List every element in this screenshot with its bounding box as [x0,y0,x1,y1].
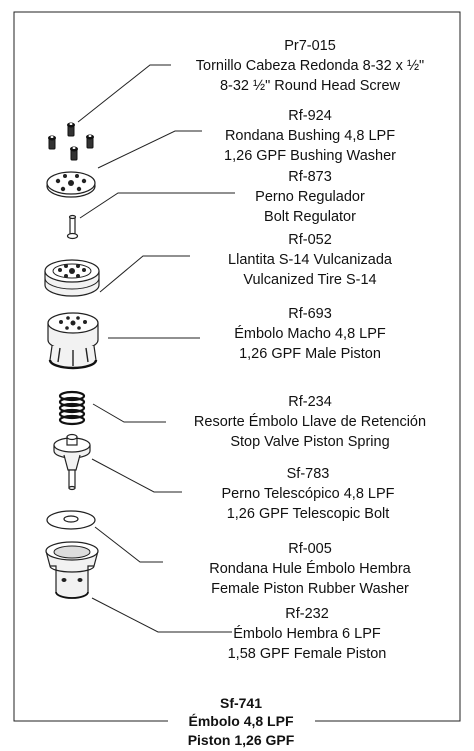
part-code: Rf-052 [288,232,332,248]
part-code: Rf-873 [288,169,332,185]
part-label-rf-693: Rf-693 Émbolo Macho 4,8 LPF 1,26 GPF Mal… [234,306,386,362]
part-code: Rf-005 [288,541,332,557]
round-head-screw-icon [48,122,94,161]
part-code: Rf-693 [288,306,332,322]
leader-line-rf-232 [91,597,232,633]
leader-line-pr7-015 [77,64,171,123]
part-label-rf-052: Rf-052 Llantita S-14 Vulcanizada Vulcani… [228,232,393,288]
part-code: Rf-924 [288,108,332,124]
telescopic-bolt-icon [53,433,91,491]
part-name-en: 1,26 GPF Bushing Washer [224,148,396,164]
vulcanized-tire-icon [44,259,100,297]
part-label-rf-005: Rf-005 Rondana Hule Émbolo Hembra Female… [209,541,411,597]
part-name-en: 1,58 GPF Female Piston [228,646,387,662]
part-name-en: Bolt Regulator [264,209,356,225]
part-name-es: Perno Telescópico 4,8 LPF [221,486,394,502]
part-name-en: Stop Valve Piston Spring [230,434,389,450]
female-piston-icon [45,541,99,599]
male-piston-icon [47,312,99,370]
part-label-pr7-015: Pr7-015 Tornillo Cabeza Redonda 8-32 x ½… [196,38,424,94]
diagram-frame [13,11,461,722]
leader-line-rf-873 [79,192,235,219]
bushing-washer-icon [46,171,96,198]
part-name-es: Émbolo Hembra 6 LPF [233,625,381,642]
part-name-es: Rondana Bushing 4,8 LPF [225,128,395,144]
part-name-es: Resorte Émbolo Llave de Retención [194,413,426,430]
part-code: Rf-234 [288,394,332,410]
part-name-en: 1,26 GPF Telescopic Bolt [227,506,390,522]
part-label-rf-924: Rf-924 Rondana Bushing 4,8 LPF 1,26 GPF … [224,108,396,164]
assembly-name-en: Piston 1,26 GPF [188,732,295,748]
leader-line-rf-924 [97,130,202,169]
leader-line-sf-783 [91,458,182,493]
part-code: Sf-783 [287,466,330,482]
leader-line-rf-005 [94,526,163,563]
bolt-regulator-icon [66,214,79,240]
part-name-en: 8-32 ½" Round Head Screw [220,78,401,94]
part-name-en: Female Piston Rubber Washer [211,581,409,597]
part-name-en: Vulcanized Tire S-14 [243,272,376,288]
rubber-washer-icon [46,510,96,530]
assembly-title: Sf-741 Émbolo 4,8 LPF Piston 1,26 GPF [188,695,295,748]
leader-line-rf-234 [92,403,166,423]
part-name-es: Perno Regulador [255,189,365,205]
part-code: Rf-232 [285,606,329,622]
part-code: Pr7-015 [284,38,336,54]
part-name-en: 1,26 GPF Male Piston [239,346,381,362]
part-name-es: Rondana Hule Émbolo Hembra [209,560,411,577]
part-label-rf-873: Rf-873 Perno Regulador Bolt Regulator [255,169,365,225]
piston-spring-icon [58,390,86,426]
part-label-rf-234: Rf-234 Resorte Émbolo Llave de Retención… [194,394,426,450]
part-name-es: Tornillo Cabeza Redonda 8-32 x ½" [196,58,424,74]
part-label-sf-783: Sf-783 Perno Telescópico 4,8 LPF 1,26 GP… [221,466,394,522]
assembly-name-es: Émbolo 4,8 LPF [188,713,293,729]
part-name-es: Émbolo Macho 4,8 LPF [234,325,386,342]
assembly-code: Sf-741 [220,695,262,711]
part-label-rf-232: Rf-232 Émbolo Hembra 6 LPF 1,58 GPF Fema… [228,606,387,662]
leader-line-rf-052 [99,255,190,293]
part-name-es: Llantita S-14 Vulcanizada [228,252,393,268]
